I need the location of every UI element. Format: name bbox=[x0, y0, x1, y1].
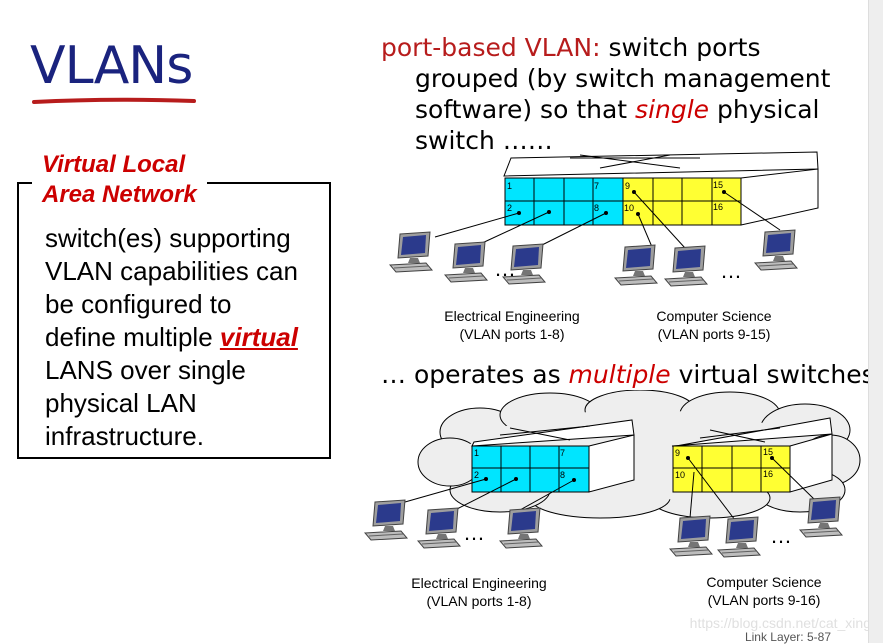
port-label: 1 bbox=[474, 448, 479, 458]
port-label: 2 bbox=[474, 470, 479, 480]
computer-icon bbox=[389, 231, 433, 273]
operates-fragment: virtual switches bbox=[670, 360, 875, 389]
diagram1-ee-caption: Electrical Engineering (VLAN ports 1-8) bbox=[432, 307, 592, 343]
port-label: 15 bbox=[713, 180, 723, 190]
diagram1-cs-caption: Computer Science (VLAN ports 9-15) bbox=[644, 307, 784, 343]
cs-label: Computer Science bbox=[656, 308, 772, 324]
title-underline bbox=[32, 97, 196, 104]
operates-fragment: … operates as bbox=[381, 360, 569, 389]
port-based-fragment: switch ports bbox=[600, 33, 761, 62]
port-based-line3: software) so that single physical bbox=[381, 94, 861, 125]
port-label: 10 bbox=[624, 203, 634, 213]
port-based-term: port-based VLAN: bbox=[381, 33, 601, 62]
cs-ports-label: (VLAN ports 9-15) bbox=[657, 326, 771, 342]
port-label: 7 bbox=[594, 181, 599, 191]
port-label: 10 bbox=[675, 470, 685, 480]
callout-text-line: VLAN capabilities can bbox=[45, 256, 298, 286]
switch-top-face bbox=[503, 151, 819, 177]
cables bbox=[404, 457, 816, 521]
diagram-single-switch: 1 7 9 15 2 8 10 16 … … bbox=[389, 151, 819, 287]
switch-side-face bbox=[740, 168, 819, 226]
cs-label: Computer Science bbox=[706, 574, 822, 590]
port-based-fragment: software) so that bbox=[415, 95, 636, 124]
watermark: https://blog.csdn.net/cat_xing bbox=[689, 615, 871, 631]
port-based-line4: switch …… bbox=[415, 126, 553, 155]
computer-icon bbox=[444, 241, 488, 283]
operates-emphasis: multiple bbox=[568, 360, 671, 389]
computer-icon bbox=[717, 516, 761, 558]
callout-label-line1: Virtual Local bbox=[42, 151, 186, 178]
computer-icon bbox=[754, 229, 798, 271]
cables bbox=[434, 191, 781, 249]
computer-icon bbox=[669, 515, 713, 557]
port-based-line2: grouped (by switch management bbox=[415, 64, 831, 93]
port-label: 9 bbox=[625, 181, 630, 191]
port-label: 15 bbox=[763, 447, 773, 457]
callout-text-line: be configured to bbox=[45, 289, 232, 319]
callout-text: switch(es) supporting VLAN capabilities … bbox=[45, 222, 325, 453]
callout-text-line: LANS over single bbox=[45, 355, 246, 385]
port-label: 8 bbox=[560, 470, 565, 480]
ee-label: Electrical Engineering bbox=[444, 308, 580, 324]
operates-text: … operates as multiple virtual switches bbox=[381, 359, 875, 390]
ee-ports-label: (VLAN ports 1-8) bbox=[426, 593, 532, 609]
ellipsis-cs: … bbox=[770, 523, 792, 548]
callout-label: Virtual Local Area Network bbox=[32, 150, 207, 210]
ellipsis-ee: … bbox=[494, 256, 516, 281]
callout-text-line: infrastructure. bbox=[45, 421, 204, 451]
callout-text-line: physical LAN bbox=[45, 388, 197, 418]
computer-icon bbox=[664, 245, 708, 287]
ee-label: Electrical Engineering bbox=[411, 575, 547, 591]
port-label: 16 bbox=[713, 202, 723, 212]
page-number: Link Layer: 5-87 bbox=[744, 630, 831, 644]
callout-text-fragment: define multiple bbox=[45, 322, 220, 352]
port-label: 16 bbox=[763, 469, 773, 479]
computer-icon bbox=[499, 507, 543, 549]
port-based-emphasis: single bbox=[635, 95, 710, 124]
port-based-line1: port-based VLAN: switch ports bbox=[381, 32, 861, 63]
callout-text-line: switch(es) supporting bbox=[45, 223, 291, 253]
diagram2-cs-caption: Computer Science (VLAN ports 9-16) bbox=[694, 573, 834, 609]
vertical-scrollbar[interactable] bbox=[868, 0, 883, 643]
callout-label-line2: Area Network bbox=[42, 181, 197, 208]
port-label: 7 bbox=[560, 448, 565, 458]
port-based-text: port-based VLAN: switch ports grouped (b… bbox=[381, 32, 861, 156]
diagram-virtual-switches: 1 7 2 8 9 15 10 16 … … bbox=[364, 390, 861, 558]
port-label: 9 bbox=[675, 448, 680, 458]
slide-title: VLANs bbox=[30, 36, 193, 96]
ellipsis-cs: … bbox=[720, 258, 742, 283]
ee-ports-label: (VLAN ports 1-8) bbox=[459, 326, 565, 342]
callout-text-emphasis: virtual bbox=[219, 322, 298, 352]
computer-icon bbox=[614, 244, 658, 286]
port-label: 2 bbox=[507, 203, 512, 213]
callout-text-line: define multiple virtual bbox=[45, 321, 325, 354]
port-based-fragment: physical bbox=[709, 95, 820, 124]
computer-icon bbox=[417, 507, 461, 549]
cs-ports-label: (VLAN ports 9-16) bbox=[707, 592, 821, 608]
computer-icon bbox=[364, 499, 408, 541]
ellipsis-ee: … bbox=[463, 520, 485, 545]
port-label: 1 bbox=[507, 181, 512, 191]
port-label: 8 bbox=[594, 203, 599, 213]
diagram2-ee-caption: Electrical Engineering (VLAN ports 1-8) bbox=[398, 574, 560, 610]
